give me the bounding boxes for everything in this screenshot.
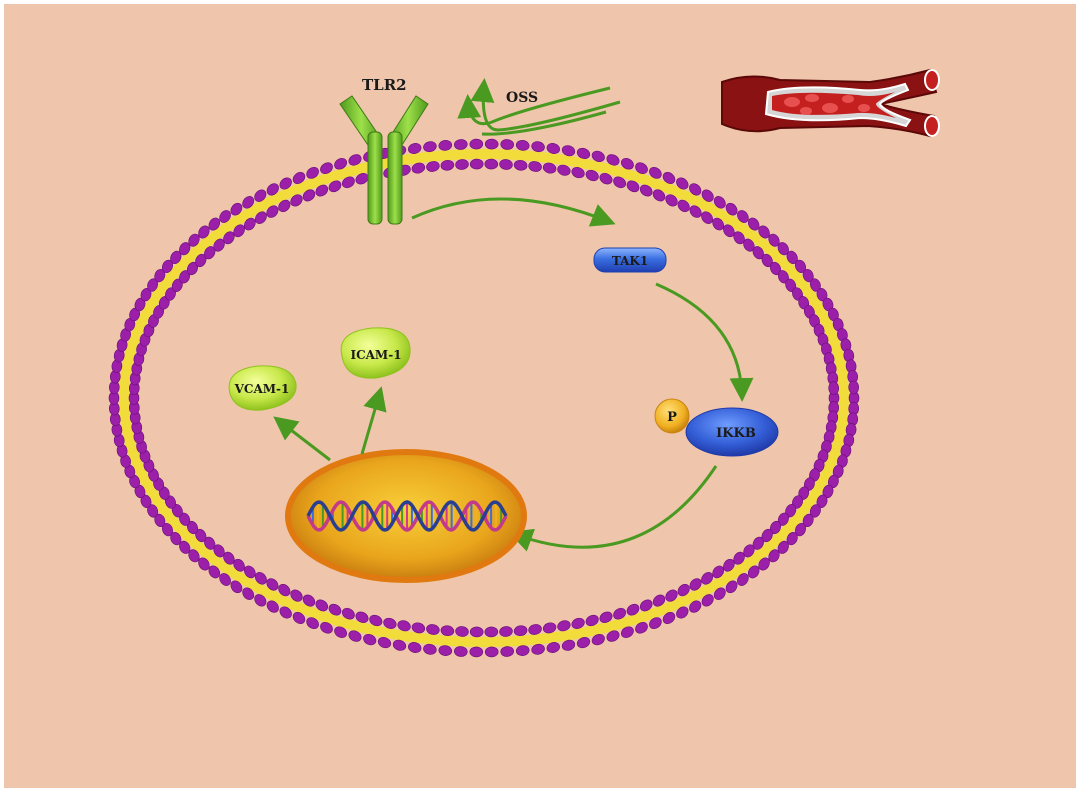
tak1-node bbox=[593, 247, 667, 273]
arrow-tak1-to-ikkb bbox=[655, 282, 754, 402]
icam1-node bbox=[340, 327, 411, 379]
diagram-background bbox=[4, 4, 1076, 788]
phosphate-label: P bbox=[667, 410, 677, 425]
cell-membrane bbox=[108, 138, 860, 658]
ikkb-node bbox=[685, 407, 779, 457]
tlr2-label: TLR2 bbox=[362, 76, 407, 94]
arrow-nucleus-to-vcam1 bbox=[273, 416, 331, 462]
oss-label: OSS bbox=[506, 90, 538, 106]
ikkb-label: IKKB bbox=[716, 426, 756, 441]
tak1-label: TAK1 bbox=[612, 254, 648, 268]
vcam1-node bbox=[228, 365, 297, 411]
phosphate-node bbox=[654, 398, 690, 434]
tlr2-receptor-icon bbox=[339, 95, 429, 225]
vcam1-label: VCAM-1 bbox=[234, 382, 290, 396]
oss-flow-arrows bbox=[457, 78, 621, 136]
arrow-nucleus-to-icam1 bbox=[360, 386, 387, 455]
arrow-tlr2-to-tak1 bbox=[411, 197, 616, 227]
blood-vessel-icon bbox=[721, 68, 940, 138]
dna-helix-icon bbox=[306, 500, 508, 532]
icam1-label: ICAM-1 bbox=[350, 348, 401, 362]
arrow-ikkb-to-nucleus bbox=[508, 465, 718, 552]
